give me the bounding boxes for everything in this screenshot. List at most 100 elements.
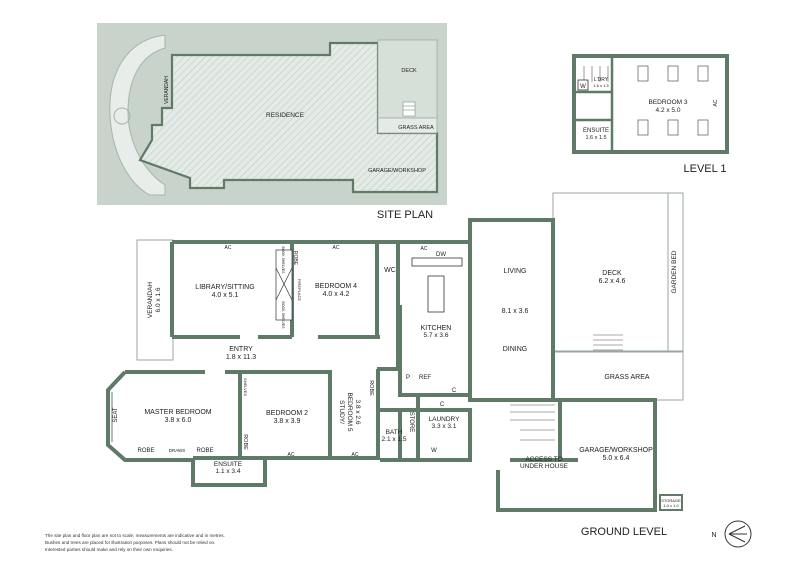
ground-level-title: GROUND LEVEL (581, 526, 667, 538)
bath-size: 2.1 x 1.5 (382, 436, 407, 443)
level1-bedroom3-name: BEDROOM 3 (648, 99, 687, 106)
level1-washer-label: W (580, 84, 586, 90)
deck-name: DECK (602, 270, 622, 277)
fireplace-shelves (275, 249, 293, 321)
grass-area (552, 351, 684, 401)
master-bedroom-size: 3.8 x 6.0 (165, 417, 192, 424)
fireplace-label: FIREPLACE (297, 279, 302, 302)
draws-label: DRAWS (169, 448, 186, 453)
bedroom4-name: BEDROOM 4 (315, 283, 357, 290)
level1-bedroom3-size: 4.2 x 5.0 (656, 107, 681, 114)
bath-name: BATH (386, 429, 403, 436)
bedroom2-name: BEDROOM 2 (266, 410, 308, 417)
storage-box (659, 494, 683, 511)
level1-outer-wall (572, 54, 729, 154)
robe-bedroom2: ROBE (242, 434, 248, 450)
deck-size: 6.2 x 4.6 (599, 278, 626, 285)
ac-master: AC (288, 452, 295, 458)
book-shelves-top: BOOK SHELVES (281, 247, 285, 275)
level1-ensuite-name: ENSUITE (583, 128, 609, 134)
dw-label: DW (436, 252, 446, 258)
compass-arrow-icon (728, 525, 747, 543)
cupboard-2: C (440, 402, 445, 408)
level1-stair (583, 66, 609, 82)
site-plan: RESIDENCE VERANDAH DECK GRASS AREA GARAG… (97, 23, 447, 221)
robe-study: ROBE (368, 380, 374, 396)
bedroom2-size: 3.8 x 3.9 (274, 418, 301, 425)
garden-bed (667, 192, 684, 352)
site-stairs (402, 101, 416, 117)
level1-washer (577, 79, 589, 91)
garage-name: GARAGE/WORKSHOP (579, 447, 653, 454)
bedroom4-size: 4.0 x 4.2 (323, 291, 350, 298)
seat-label: SEAT (113, 407, 119, 423)
garden-bed-label: GARDEN BED (671, 250, 678, 293)
wc-label: WC (384, 267, 396, 274)
disclaimer-line-2: Bushes and trees are placed for illustra… (45, 540, 216, 545)
ac-kitchen: AC (421, 246, 428, 252)
cupboard-1: C (452, 388, 457, 394)
garage-size: 5.0 x 6.4 (603, 455, 630, 462)
dining-name: DINING (503, 346, 528, 353)
study-size: 3.8 x 2.6 (354, 400, 361, 425)
level1-laundry-size: 1.6 x 1.5 (593, 83, 609, 88)
site-grass-label: GRASS AREA (398, 125, 434, 131)
disclaimer: The site plan and floor plan are not to … (45, 532, 345, 553)
study-name: STUDY/ (338, 400, 345, 424)
verandah-area (136, 239, 174, 361)
kitchen-name: KITCHEN (421, 325, 452, 332)
entry-name: ENTRY (229, 346, 253, 353)
ref-label: REF (419, 375, 431, 381)
level-1-title: LEVEL 1 (683, 163, 726, 175)
pantry-label: P (406, 375, 410, 381)
robe-master-right: ROBE (196, 448, 213, 454)
ac-bedroom4: AC (333, 245, 340, 251)
entry-size: 1.8 x 11.3 (226, 354, 256, 361)
level-1-plan: W L'DRY 1.6 x 1.5 BEDROOM 3 4.2 x 5.0 EN… (572, 54, 729, 175)
laundry-name: LAUNDRY (429, 416, 461, 423)
site-verandah-label: VERANDAH (164, 76, 170, 104)
compass-letter: N (711, 532, 716, 539)
master-bedroom-name: MASTER BEDROOM (144, 409, 211, 416)
laundry-size: 3.3 x 3.1 (432, 423, 457, 430)
ground-level-plan: VERANDAH 6.0 x 1.6 LIBRARY/SITTING 4.0 x… (106, 192, 684, 538)
level1-internal-walls (574, 56, 614, 152)
deck-area (552, 192, 684, 352)
study-name-2: BEDROOM 5 (346, 392, 353, 431)
access-label-1: ACCESS TO (525, 456, 562, 463)
site-deck-label: DECK (401, 68, 417, 74)
site-residence-label: RESIDENCE (266, 112, 305, 119)
verandah-size: 6.0 x 1.6 (155, 287, 162, 312)
storage-size: 1.0 x 1.0 (663, 503, 679, 508)
level1-ac-label: AC (713, 99, 719, 106)
ac-library: AC (225, 245, 232, 251)
grass-area-label: GRASS AREA (604, 374, 649, 381)
library-size: 4.0 x 5.1 (212, 292, 239, 299)
kitchen-size: 5.7 x 3.6 (424, 332, 449, 339)
ensuite-name: ENSUITE (214, 461, 243, 468)
ensuite-size: 1.1 x 3.4 (216, 468, 241, 475)
site-garage-label: GARAGE/WORKSHOP (368, 168, 426, 174)
level1-skylights (637, 65, 709, 136)
deck-stairs (593, 334, 623, 351)
ac-study: AC (352, 452, 359, 458)
kitchen-island (411, 257, 463, 313)
north-compass: N (711, 520, 752, 548)
grass-area-site (377, 117, 438, 134)
disclaimer-line-3: Interested parties should make and rely … (45, 547, 173, 552)
site-plan-title: SITE PLAN (377, 209, 433, 221)
driveway (109, 34, 166, 196)
living-name: LIVING (504, 268, 527, 275)
garage-stairs (510, 404, 555, 441)
deck-area (377, 39, 438, 119)
storage-name: STORAGE (661, 498, 681, 503)
level1-ensuite-size: 1.6 x 1.5 (585, 135, 606, 141)
disclaimer-line-1: The site plan and floor plan are not to … (45, 533, 225, 538)
shelves-bedroom2: SHELVES (243, 378, 248, 396)
living-size: 8.1 x 3.6 (502, 308, 529, 315)
laundry-washer: W (431, 448, 437, 454)
access-label-2: UNDER HOUSE (520, 463, 569, 470)
verandah-name: VERANDAH (147, 282, 154, 318)
level1-laundry-name: L'DRY (594, 77, 609, 83)
robe-master-left: ROBE (137, 448, 154, 454)
